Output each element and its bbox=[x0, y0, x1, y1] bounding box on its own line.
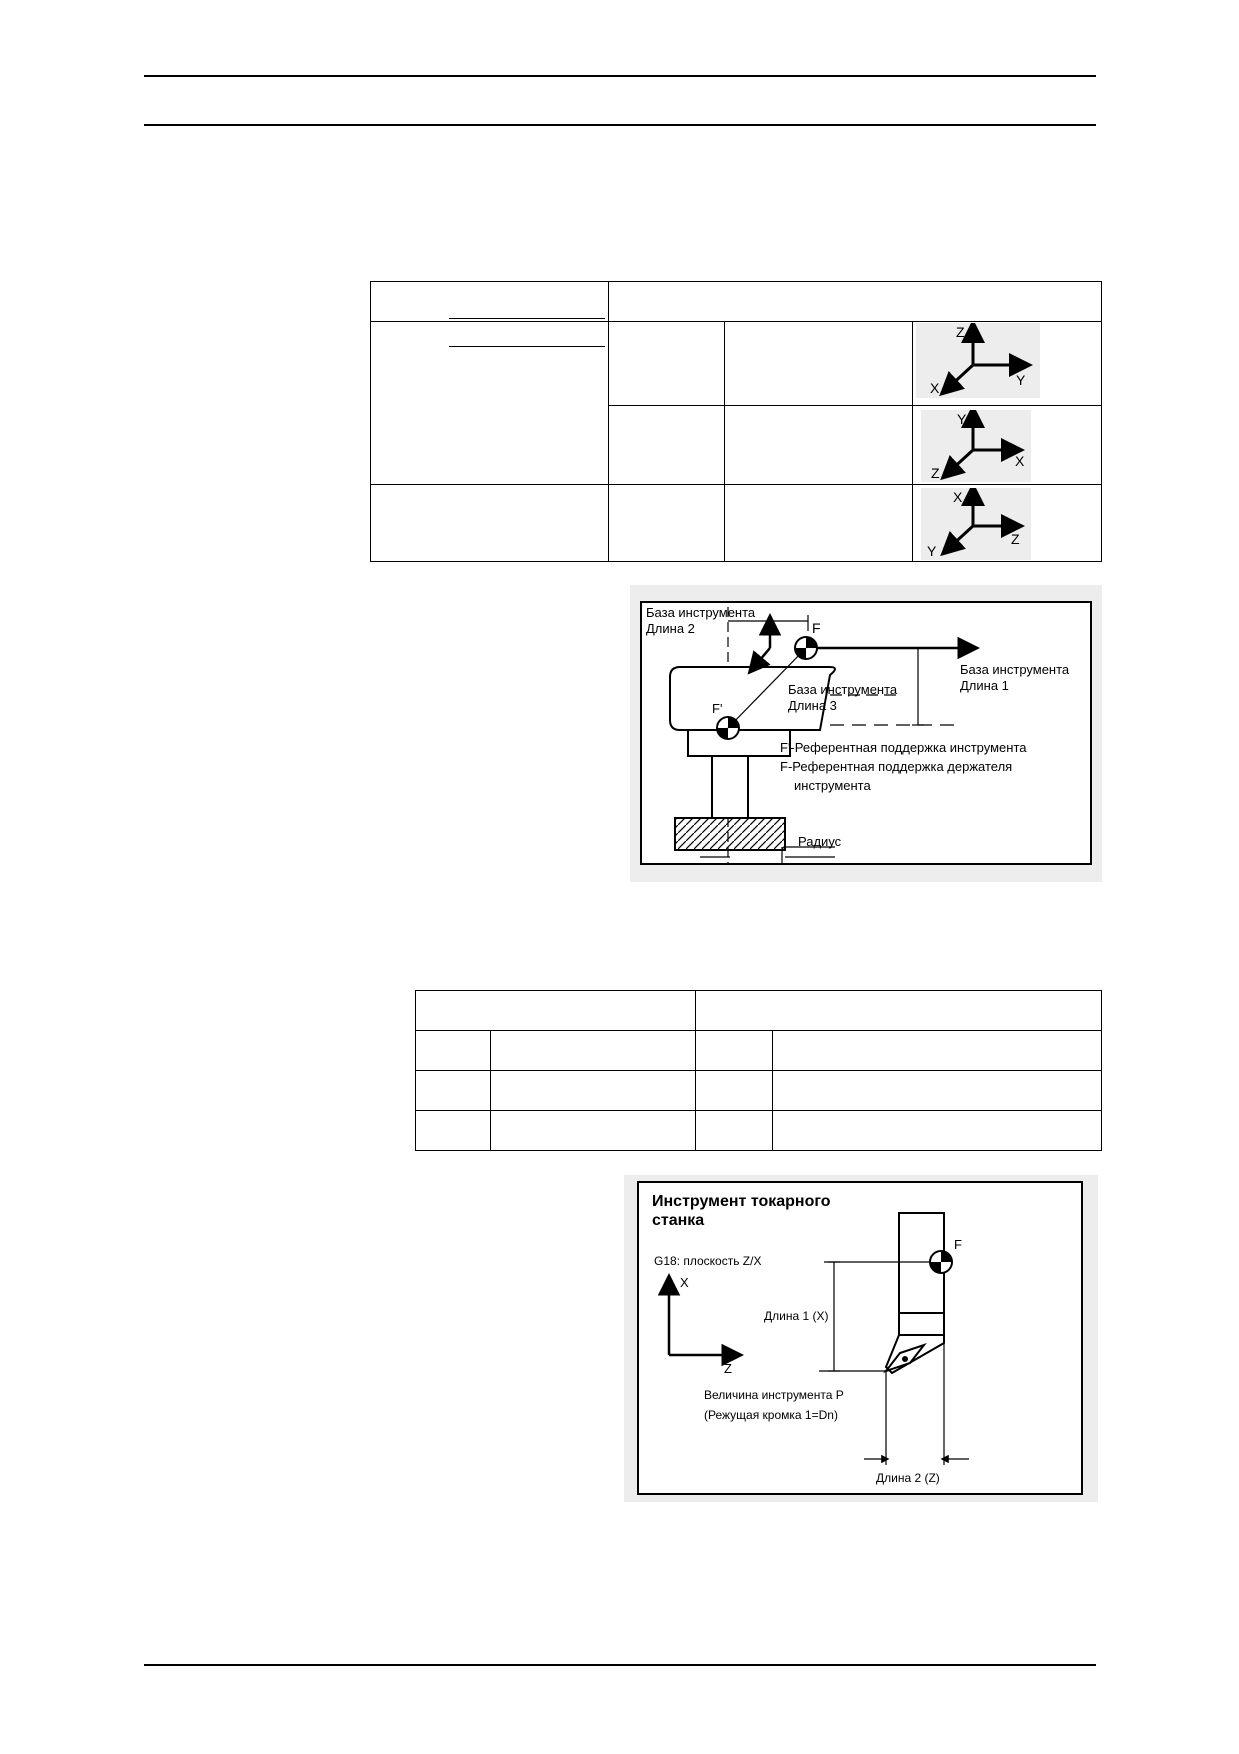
axes-table-cell bbox=[608, 484, 725, 562]
label-edge: (Режущая кромка 1=Dn) bbox=[704, 1408, 838, 1422]
axis-label: Z bbox=[931, 465, 940, 481]
params-table-cell bbox=[415, 1070, 491, 1111]
label-point-f-prime: F' bbox=[712, 701, 722, 716]
axis-label: Y bbox=[957, 411, 967, 427]
label-base-length1: База инструмента bbox=[960, 662, 1070, 677]
axes-table-cell bbox=[608, 405, 725, 485]
axis-label: Z bbox=[956, 324, 965, 340]
label-point-f: F bbox=[954, 1237, 962, 1252]
params-table-cell bbox=[415, 1110, 491, 1151]
axis-diagram-yz: X Z Y bbox=[921, 482, 1031, 560]
label-length1: Длина 1 (X) bbox=[764, 1309, 828, 1323]
axes-table-group-cell bbox=[370, 318, 609, 485]
axis-label: X bbox=[1015, 453, 1025, 469]
header-rule-top bbox=[144, 75, 1096, 77]
lathe-title: Инструмент токарного bbox=[652, 1193, 831, 1210]
params-table-cell bbox=[772, 1070, 1102, 1111]
params-table-header-1 bbox=[415, 990, 696, 1031]
label-base-length2: База инструмента bbox=[646, 605, 756, 620]
axis-diagram-zx: Y X Z bbox=[921, 404, 1031, 482]
axes-table-cell bbox=[724, 321, 913, 406]
axes-table-cell bbox=[724, 484, 913, 562]
params-table-cell bbox=[695, 1110, 773, 1151]
axes-table-header-1 bbox=[370, 281, 609, 322]
params-table-cell bbox=[695, 1070, 773, 1111]
params-table bbox=[415, 990, 1102, 1151]
axes-table-cell bbox=[608, 321, 725, 406]
cell-underline bbox=[449, 318, 605, 319]
axis-label: Y bbox=[927, 543, 937, 559]
legend-f: инструмента bbox=[794, 778, 871, 793]
axis-label: Z bbox=[1011, 531, 1020, 547]
params-table-cell bbox=[490, 1110, 696, 1151]
label-radius: Радиус bbox=[798, 834, 842, 849]
axes-table-cell bbox=[724, 405, 913, 485]
params-table-cell bbox=[490, 1070, 696, 1111]
axes-table-header-2 bbox=[608, 281, 1102, 322]
lathe-tool-figure: Инструмент токарного станка G18: плоскос… bbox=[624, 1175, 1098, 1502]
footer-rule bbox=[144, 1664, 1096, 1666]
label-axis-z: Z bbox=[724, 1361, 732, 1376]
axes-table-cell bbox=[370, 484, 609, 562]
milling-tool-figure: База инструмента Длина 2 F База инструме… bbox=[630, 585, 1102, 882]
params-table-header-2 bbox=[695, 990, 1102, 1031]
header-rule-bottom bbox=[144, 124, 1096, 126]
axis-label: X bbox=[930, 380, 940, 396]
legend-f: F-Референтная поддержка держателя bbox=[780, 759, 1012, 774]
label-point-f: F bbox=[812, 620, 821, 636]
params-table-cell bbox=[695, 1030, 773, 1071]
lathe-title: станка bbox=[652, 1212, 704, 1229]
label-size-p: Величина инструмента P bbox=[704, 1388, 844, 1402]
legend-f-prime: F'-Референтная поддержка инструмента bbox=[780, 740, 1027, 755]
axis-label: Y bbox=[1016, 372, 1026, 388]
label-plane: G18: плоскость Z/X bbox=[654, 1254, 761, 1268]
params-table-cell bbox=[415, 1030, 491, 1071]
label-base-length2: Длина 2 bbox=[646, 621, 695, 636]
label-base-length3: База инструмента bbox=[788, 682, 898, 697]
params-table-cell bbox=[772, 1030, 1102, 1071]
cell-underline bbox=[449, 346, 605, 347]
label-base-length1: Длина 1 bbox=[960, 678, 1009, 693]
axis-diagram-xy: Z Y X bbox=[916, 319, 1040, 398]
label-length2: Длина 2 (Z) bbox=[876, 1471, 940, 1485]
label-base-length3: Длина 3 bbox=[788, 698, 837, 713]
params-table-cell bbox=[490, 1030, 696, 1071]
axis-label: X bbox=[953, 489, 963, 505]
params-table-cell bbox=[772, 1110, 1102, 1151]
label-axis-x: X bbox=[680, 1275, 689, 1290]
